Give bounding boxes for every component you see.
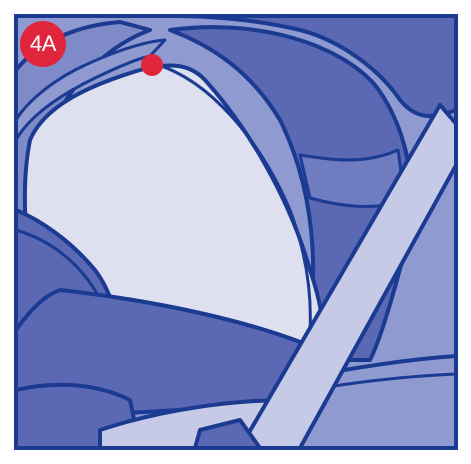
step-badge: 4A: [20, 21, 66, 67]
red-dot-marker-icon: [141, 54, 163, 76]
